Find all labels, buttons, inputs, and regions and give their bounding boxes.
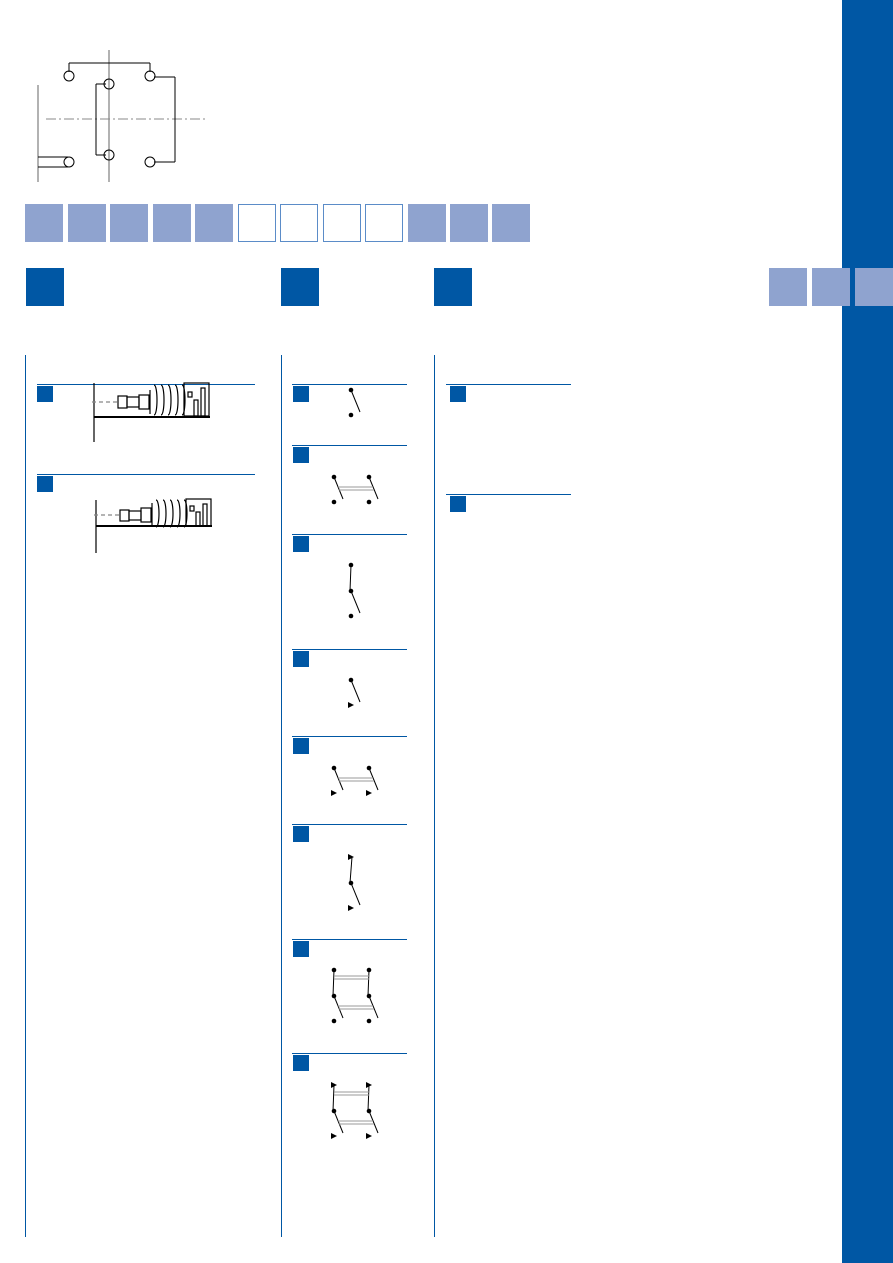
subsection-marker (293, 386, 309, 402)
subsection-rule (292, 384, 407, 385)
column-divider (281, 355, 282, 1237)
subsection-rule (292, 649, 407, 650)
switch-side-view-icon (94, 498, 212, 553)
subsection-rule (292, 1053, 407, 1054)
subsection-marker (450, 386, 466, 402)
tab[interactable] (195, 204, 233, 242)
tab[interactable] (68, 204, 106, 242)
tab[interactable] (323, 204, 361, 242)
tab[interactable] (238, 204, 276, 242)
subsection-rule (292, 939, 407, 940)
subsection-rule (446, 494, 571, 495)
subsection-marker (293, 1055, 309, 1071)
subsection-rule (446, 384, 571, 385)
section-marker-light (812, 268, 850, 306)
section-marker-light (769, 268, 807, 306)
tab[interactable] (492, 204, 530, 242)
subsection-rule (292, 534, 407, 535)
tab[interactable] (408, 204, 446, 242)
subsection-rule (292, 824, 407, 825)
switch-side-view-icon (92, 382, 210, 442)
subsection-marker (293, 536, 309, 552)
subsection-marker (450, 496, 466, 512)
mounting-hole-diagram-icon (37, 50, 207, 182)
tab[interactable] (153, 204, 191, 242)
side-color-band (842, 0, 893, 1263)
subsection-rule (37, 384, 255, 385)
section-marker (434, 268, 472, 306)
tab[interactable] (110, 204, 148, 242)
subsection-marker (37, 386, 53, 402)
tab[interactable] (365, 204, 403, 242)
subsection-marker (293, 447, 309, 463)
subsection-marker (293, 651, 309, 667)
subsection-marker (37, 476, 53, 492)
column-divider (434, 355, 435, 1237)
subsection-marker (293, 941, 309, 957)
section-marker (26, 268, 64, 306)
subsection-rule (292, 736, 407, 737)
subsection-rule (37, 474, 255, 475)
subsection-marker (293, 738, 309, 754)
section-marker (281, 268, 319, 306)
tab[interactable] (25, 204, 63, 242)
subsection-marker (293, 826, 309, 842)
tab[interactable] (280, 204, 318, 242)
section-marker-light (855, 268, 893, 306)
subsection-rule (292, 445, 407, 446)
column-divider (25, 355, 26, 1237)
tab[interactable] (450, 204, 488, 242)
